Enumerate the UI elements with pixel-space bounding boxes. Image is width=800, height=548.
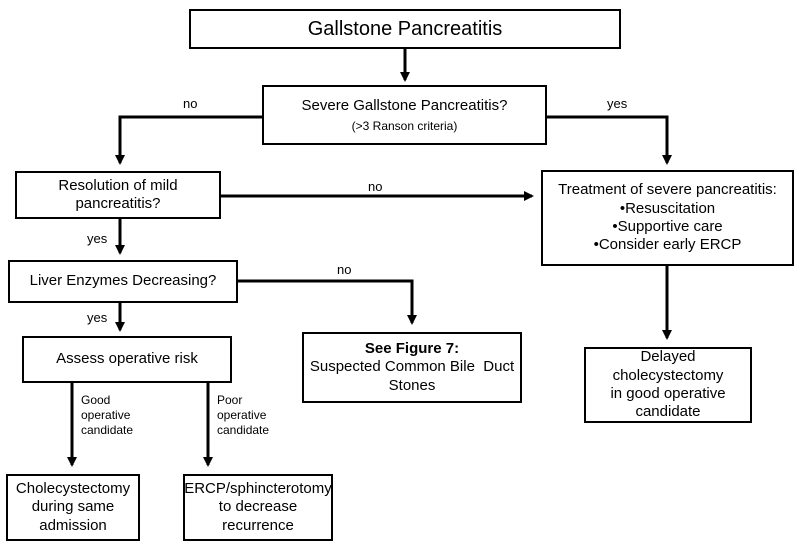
chole-line-3: admission [39, 516, 107, 534]
label-liver-yes: yes [87, 310, 108, 325]
arrow-liver-no [238, 279, 417, 325]
delayed-line-3: candidate [635, 403, 701, 421]
assess-risk-box: Assess operative risk [22, 336, 232, 383]
severe-question-box: Severe Gallstone Pancreatitis? (>3 Ranso… [262, 85, 547, 145]
label-good-operative-candidate: Good operative candidate [81, 393, 133, 438]
delayed-line-2: in good operative [610, 385, 726, 402]
good-line-3: candidate [81, 423, 134, 437]
liver-enzymes-box: Liver Enzymes Decreasing? [8, 260, 238, 303]
poor-line-1: Poor [217, 393, 243, 407]
assess-risk-text: Assess operative risk [56, 350, 198, 368]
ercp-line-3: recurrence [222, 516, 294, 534]
liver-enzymes-text: Liver Enzymes Decreasing? [29, 272, 217, 290]
see-figure-line-3: Stones [388, 376, 436, 394]
label-liver-no: no [337, 262, 352, 277]
label-poor-operative-candidate: Poor operative candidate [217, 393, 269, 438]
chole-line-2: during same [31, 498, 115, 516]
treatment-item-resuscitation: •Resuscitation [619, 199, 716, 217]
arrow-severe-yes [547, 115, 672, 165]
arrow-severe-no [115, 115, 262, 165]
severe-question-text: Severe Gallstone Pancreatitis? [301, 96, 508, 114]
delayed-cholecystectomy-box: Delayed cholecystectomy in good operativ… [584, 347, 752, 423]
ercp-box: ERCP/sphincterotomy to decrease recurren… [183, 474, 333, 541]
ercp-line-1: ERCP/sphincterotomy [184, 480, 332, 498]
chole-line-1: Cholecystectomy [15, 480, 131, 498]
treatment-item-supportive-care: •Supportive care [612, 218, 723, 235]
label-resolution-no: no [368, 179, 383, 194]
treatment-item-early-ercp: •Consider early ERCP [593, 236, 742, 254]
resolution-line-2: pancreatitis? [75, 195, 161, 212]
ranson-criteria-text: (>3 Ranson criteria) [351, 118, 458, 133]
cholecystectomy-same-admission-box: Cholecystectomy during same admission [6, 474, 140, 541]
title-text: Gallstone Pancreatitis [307, 17, 503, 40]
resolution-line-1: Resolution of mild [58, 176, 178, 194]
delayed-line-1: Delayed cholecystectomy [612, 348, 724, 384]
good-line-1: Good [81, 393, 111, 407]
resolution-question-box: Resolution of mild pancreatitis? [15, 171, 221, 219]
label-resolution-yes: yes [87, 231, 108, 246]
ercp-line-2: to decrease [218, 498, 298, 516]
see-figure-line-2: Suspected Common Bile Duct [309, 358, 515, 376]
see-figure-heading: See Figure 7: [364, 340, 460, 358]
poor-line-2: operative [217, 408, 267, 422]
label-severe-yes: yes [607, 96, 628, 111]
see-figure-box: See Figure 7: Suspected Common Bile Duct… [302, 332, 522, 403]
good-line-2: operative [81, 408, 131, 422]
poor-line-3: candidate [217, 423, 270, 437]
severe-treatment-box: Treatment of severe pancreatitis: •Resus… [541, 170, 794, 266]
title-box: Gallstone Pancreatitis [189, 9, 621, 49]
label-severe-no: no [183, 96, 198, 111]
severe-treatment-heading: Treatment of severe pancreatitis: [558, 181, 777, 199]
